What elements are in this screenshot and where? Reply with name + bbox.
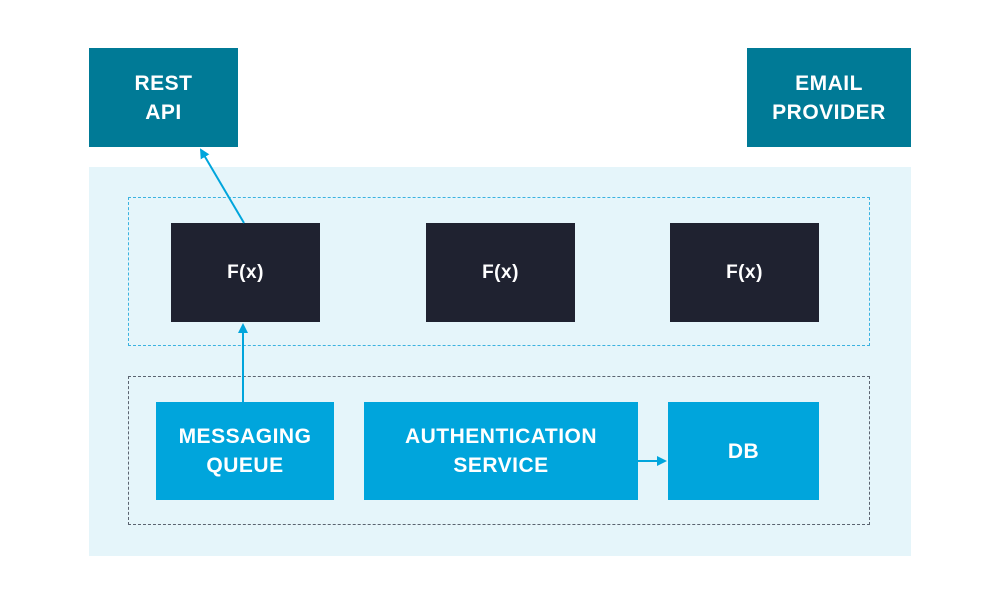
rest-api-label: REST API — [134, 71, 193, 124]
rest-api-box: REST API — [89, 48, 238, 147]
function-box-3: F(x) — [670, 223, 819, 322]
email-provider-box: EMAIL PROVIDER — [747, 48, 911, 147]
db-label: DB — [727, 439, 760, 463]
function-label: F(x) — [482, 262, 519, 283]
db-box: DB — [668, 402, 819, 500]
authentication-service-box: AUTHENTICATION SERVICE — [364, 402, 638, 500]
function-label: F(x) — [726, 262, 763, 283]
function-label: F(x) — [227, 262, 264, 283]
arrow-function-to-rest-api — [199, 148, 245, 224]
email-provider-label: EMAIL PROVIDER — [772, 71, 886, 124]
authentication-service-label: AUTHENTICATION SERVICE — [404, 425, 598, 477]
messaging-queue-box: MESSAGING QUEUE — [156, 402, 334, 500]
services-group — [128, 376, 870, 525]
function-box-1: F(x) — [171, 223, 320, 322]
function-box-2: F(x) — [426, 223, 575, 322]
functions-group — [128, 197, 870, 346]
messaging-queue-label: MESSAGING QUEUE — [178, 425, 312, 477]
